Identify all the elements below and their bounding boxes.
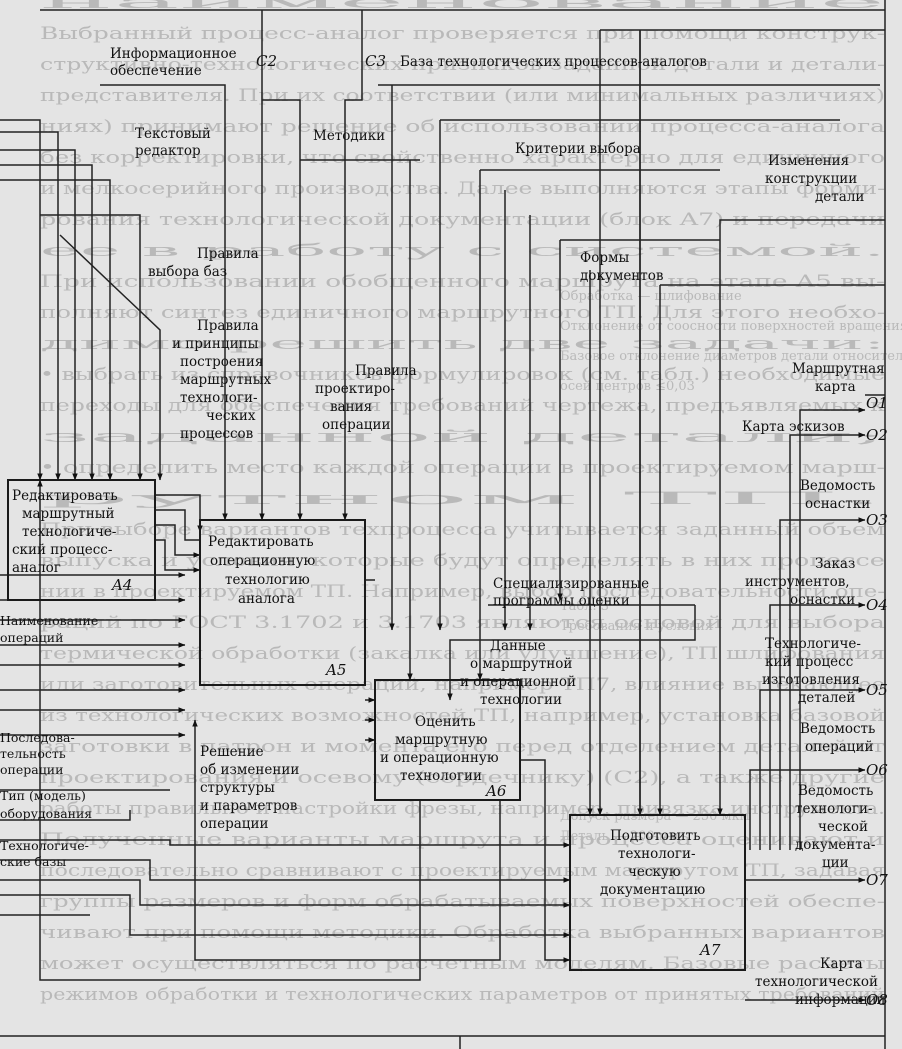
block-a7-box <box>569 814 746 971</box>
op-sequence-label: Последова- тельность операции <box>0 730 79 777</box>
output-o5-label: Технологиче- кий процесс изготовления де… <box>762 636 865 706</box>
design-changes-label: Изменения конструкции детали <box>765 153 864 205</box>
background-text-line: заданной детали; <box>40 427 885 447</box>
op-names-label: Наименование операций <box>0 613 102 645</box>
background-right-line: Допуск размера — 250 мкм <box>560 809 750 824</box>
output-o8-id: O8 <box>866 991 888 1009</box>
block-a6-label: Оценить маршрутную и операционную технол… <box>380 714 503 784</box>
output-o5-id: O5 <box>866 681 888 699</box>
block-a4-box <box>7 479 156 601</box>
block-a6-box <box>374 679 521 801</box>
background-text-line: • выбрать из справочников формулировок (… <box>40 365 885 385</box>
output-o2-id: O2 <box>866 426 888 444</box>
route-data-label: Данные о маршрутной и операционной техно… <box>460 638 580 708</box>
background-text-line: ниях) принимают решение об использовании… <box>40 117 885 137</box>
c3-label: База технологических процессов-аналогов <box>400 54 707 70</box>
output-o8-label: Карта технологической информации <box>755 956 886 1008</box>
background-text-line: проектирования и осевому (сердечнику) (C… <box>40 768 885 788</box>
background-text-line: выпуска и условия, которые будут определ… <box>40 551 885 571</box>
background-right-line: Табл. 3 <box>560 599 609 614</box>
output-o1-label: Маршрутная карта <box>792 361 889 395</box>
control-lines <box>0 10 885 816</box>
background-text-line: группы размеров и форм обрабатываемых по… <box>40 892 885 912</box>
background-text-line: При использовании обобщенного маршрута н… <box>40 272 885 292</box>
background-text-line: и мелкосерийного производства. Далее вып… <box>40 179 885 199</box>
decision-label: Решение об изменении структуры и парамет… <box>200 744 304 832</box>
background-text-line: димо решить две задачи: <box>40 334 885 354</box>
block-a5-box <box>199 519 366 686</box>
c2-id: C2 <box>256 52 277 70</box>
background-text-line: структивно-технологических признаков зад… <box>40 55 885 75</box>
background-right-line: осей центров ≤0,03 <box>560 379 695 394</box>
background-text-line: раций по ГОСТ 3.1702 и 3.1703 являются о… <box>40 613 885 633</box>
c2-label: Информационное обеспечение <box>110 46 241 79</box>
background-text-line: или заготовительных операций, например Т… <box>40 675 885 695</box>
background-text-line: рутном ТП. <box>40 489 885 509</box>
background-text-line: режимов обработки и технологических пара… <box>40 985 885 1005</box>
background-text-line: нии в проектируемом ТП. Например, выбор … <box>40 582 885 602</box>
output-o4-label: Заказ инструментов, оснастки <box>745 556 860 608</box>
background-text-line: последовательно сравнивают с проектируем… <box>40 861 885 881</box>
background-text-line: термической обработки (закалка или улучш… <box>40 644 885 664</box>
output-o3-label: Ведомость оснастки <box>800 478 880 512</box>
background-right-line: Отклонение от соосности поверхностей вра… <box>560 319 902 334</box>
input-lines <box>0 479 571 981</box>
base-rules-label: Правила выбора баз <box>148 246 263 280</box>
methods-label: Методики <box>313 128 385 144</box>
background-text-line: представителя. При их соответствии (или … <box>40 86 885 106</box>
output-o2-label: Карта эскизов <box>742 419 845 435</box>
route-rules-label: Правила и принципы построения маршрутных… <box>172 318 275 442</box>
background-right-line: Требования и условия <box>560 619 713 634</box>
background-text-line: переходы для обеспечения требований черт… <box>40 396 886 416</box>
block-a5-label: Редактировать операционную технологию ан… <box>208 534 320 607</box>
output-o1-id: O1 <box>866 394 888 412</box>
design-rules-label: Правила проектиро- вания операции <box>315 363 421 433</box>
block-a4-label: Редактировать маршрутный технологиче- ск… <box>12 488 122 576</box>
background-text-line: Выбранный процесс-аналог проверяется при… <box>40 24 885 44</box>
block-a6-id: A6 <box>484 782 507 800</box>
background-text-line: При выборе вариантов техпроцесса учитыва… <box>40 520 885 540</box>
criteria-label: Критерии выбора <box>515 141 641 157</box>
output-o4-id: O4 <box>866 596 888 614</box>
background-right-line: Деталь — 200 мм <box>560 829 679 844</box>
c3-id: C3 <box>365 52 386 70</box>
activity-boxes <box>7 479 746 971</box>
background-right-line: Базовое отклонение диаметров детали отно… <box>560 349 902 364</box>
background-text-line: заготовки в патрон и момента его перед о… <box>40 737 885 757</box>
output-o3-id: O3 <box>866 511 888 529</box>
block-a4-id: A4 <box>110 576 132 594</box>
output-o6-label: Ведомость операций <box>800 721 880 755</box>
output-o7-id: O7 <box>866 871 888 889</box>
background-text-line: ее в работу с системой. <box>40 241 885 261</box>
tech-bases-label: Технологиче- ские базы <box>0 838 93 869</box>
background-text-line: без корректировки, что свойственно харак… <box>40 148 885 168</box>
block-a7-id: A7 <box>698 941 721 959</box>
background-text-line: чивают при помощи методики. Обработка вы… <box>40 923 885 943</box>
special-programs-label: Специализированные программы оценки <box>493 576 653 609</box>
editor-label: Текстовый редактор <box>135 126 215 159</box>
forms-label: Формы документов <box>580 250 664 284</box>
output-o6-id: O6 <box>866 761 888 779</box>
background-text-line: полняют синтез единичного маршрутного ТП… <box>40 303 885 323</box>
block-a5-id: A5 <box>324 661 346 679</box>
equipment-label: Тип (модель) оборудования <box>0 788 92 821</box>
background-text-line: из технологических возможностей ТП, напр… <box>40 706 885 726</box>
background-text-line: • определить место каждой операции в про… <box>40 458 885 478</box>
background-right-line: Обработка — шлифование <box>560 289 742 304</box>
output-o7-label: Ведомость технологи- ческой документа- ц… <box>795 783 880 871</box>
block-a7-label: Подготовить технологи- ческую документац… <box>600 828 706 898</box>
output-lines <box>745 394 885 1003</box>
background-text-line: рования технологической документации (бл… <box>40 210 885 230</box>
